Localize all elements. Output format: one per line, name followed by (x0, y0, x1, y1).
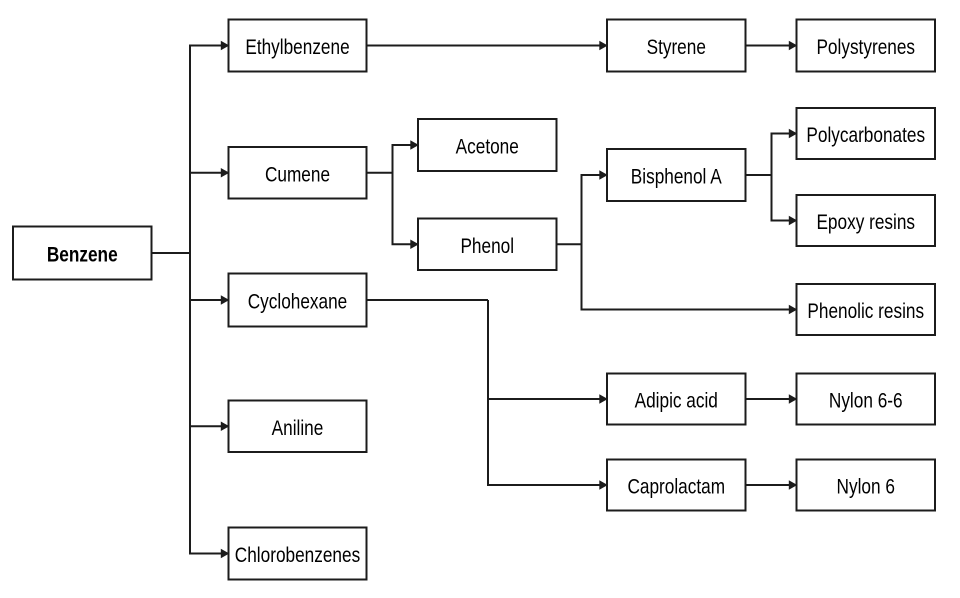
svg-text:Polystyrenes: Polystyrenes (816, 36, 915, 59)
svg-text:Ethylbenzene: Ethylbenzene (245, 36, 349, 59)
svg-text:Acetone: Acetone (456, 136, 519, 159)
svg-text:Polycarbonates: Polycarbonates (806, 124, 925, 147)
svg-text:Cumene: Cumene (265, 163, 330, 186)
svg-text:Benzene: Benzene (47, 244, 118, 267)
svg-text:Nylon 6-6: Nylon 6-6 (829, 390, 903, 413)
svg-text:Epoxy resins: Epoxy resins (816, 211, 915, 234)
svg-text:Adipic acid: Adipic acid (635, 390, 718, 413)
svg-text:Caprolactam: Caprolactam (627, 476, 725, 499)
svg-text:Bisphenol A: Bisphenol A (631, 166, 722, 189)
svg-text:Phenol: Phenol (460, 235, 514, 258)
svg-text:Phenolic resins: Phenolic resins (807, 300, 924, 323)
svg-text:Styrene: Styrene (647, 36, 706, 59)
svg-text:Aniline: Aniline (272, 417, 324, 440)
svg-text:Cyclohexane: Cyclohexane (248, 291, 348, 314)
svg-text:Nylon 6: Nylon 6 (837, 476, 895, 499)
svg-text:Chlorobenzenes: Chlorobenzenes (235, 544, 360, 567)
